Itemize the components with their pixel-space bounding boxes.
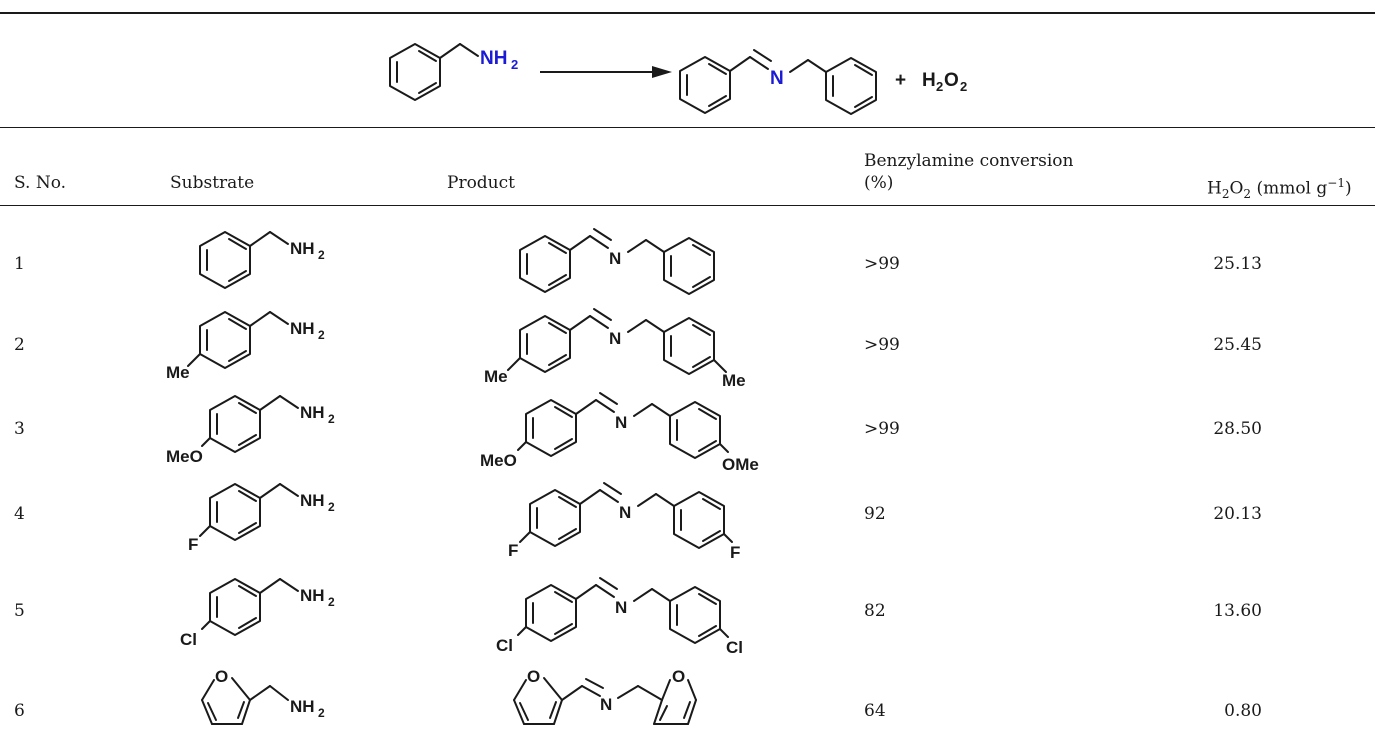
row-2-h2o2: 25.45 bbox=[1213, 335, 1262, 355]
svg-text:NH: NH bbox=[300, 491, 325, 510]
row-5-substrate-structure: NH 2 Cl bbox=[180, 578, 335, 649]
header-substrate: Substrate bbox=[170, 173, 255, 193]
row-3-h2o2: 28.50 bbox=[1213, 419, 1262, 439]
header-product: Product bbox=[447, 173, 515, 193]
svg-text:2: 2 bbox=[318, 328, 325, 342]
row-2-substrate-structure: NH 2 Me bbox=[166, 311, 325, 382]
svg-text:NH: NH bbox=[300, 586, 325, 605]
svg-text:N: N bbox=[600, 695, 612, 714]
svg-text:2: 2 bbox=[318, 248, 325, 262]
row-4-h2o2: 20.13 bbox=[1213, 504, 1262, 524]
reaction-scheme: NH 2 N + H 2 O 2 bbox=[389, 43, 967, 115]
top-rule bbox=[0, 12, 1375, 14]
header-conversion-line2: (%) bbox=[864, 173, 894, 193]
row-5-sno: 5 bbox=[14, 601, 25, 621]
svg-text:NH: NH bbox=[300, 403, 325, 422]
header-conversion-line1: Benzylamine conversion bbox=[864, 151, 1074, 171]
row-2-conversion: >99 bbox=[864, 335, 900, 355]
svg-text:O: O bbox=[215, 667, 228, 686]
row-4-conversion: 92 bbox=[864, 504, 886, 524]
svg-text:Cl: Cl bbox=[496, 636, 513, 655]
product-imine: N bbox=[679, 49, 877, 115]
svg-text:N: N bbox=[609, 249, 621, 268]
svg-text:2: 2 bbox=[511, 57, 518, 72]
svg-text:NH: NH bbox=[290, 319, 315, 338]
row-5-substrate-cl: Cl bbox=[180, 630, 197, 649]
product-n-label: N bbox=[770, 68, 784, 89]
svg-text:NH: NH bbox=[290, 697, 315, 716]
svg-text:2: 2 bbox=[328, 595, 335, 609]
row-1-substrate-structure: NH 2 bbox=[199, 231, 325, 289]
svg-text:Me: Me bbox=[484, 367, 508, 386]
reactant-nh2-label: NH bbox=[480, 48, 507, 69]
svg-text:+: + bbox=[895, 70, 906, 91]
header-h2o2: H2O2 (mmol g−1) bbox=[1207, 176, 1352, 202]
row-1-product-structure: N bbox=[519, 228, 715, 295]
svg-text:2: 2 bbox=[328, 412, 335, 426]
row-1-sno: 1 bbox=[14, 254, 25, 274]
row-2-substrate-me: Me bbox=[166, 363, 190, 382]
svg-text:MeO: MeO bbox=[480, 451, 517, 470]
row-1-h2o2: 25.13 bbox=[1213, 254, 1262, 274]
svg-text:Me: Me bbox=[722, 371, 746, 390]
row-6-conversion: 64 bbox=[864, 701, 886, 721]
row-2-sno: 2 bbox=[14, 335, 25, 355]
row-5-product-structure: Cl N Cl bbox=[496, 577, 743, 657]
svg-text:H: H bbox=[922, 70, 936, 91]
svg-text:2: 2 bbox=[328, 500, 335, 514]
header-bottom-rule bbox=[0, 205, 1375, 206]
row-2-product-structure: Me N Me bbox=[484, 308, 746, 390]
svg-text:O: O bbox=[527, 667, 540, 686]
svg-text:OMe: OMe bbox=[722, 455, 759, 474]
row-4-substrate-structure: NH 2 F bbox=[188, 483, 335, 554]
row-4-product-structure: F N F bbox=[508, 482, 740, 562]
svg-text:2: 2 bbox=[936, 79, 943, 94]
svg-text:N: N bbox=[615, 598, 627, 617]
row-5-h2o2: 13.60 bbox=[1213, 601, 1262, 621]
header-sno: S. No. bbox=[14, 173, 67, 193]
svg-text:N: N bbox=[619, 503, 631, 522]
row-3-conversion: >99 bbox=[864, 419, 900, 439]
svg-text:O: O bbox=[672, 667, 685, 686]
row-6-substrate-structure: O NH 2 bbox=[201, 667, 325, 725]
row-3-product-structure: MeO N OMe bbox=[480, 392, 759, 474]
row-3-substrate-structure: NH 2 MeO bbox=[166, 395, 335, 466]
svg-text:F: F bbox=[508, 541, 518, 560]
row-6-product-structure: O N O bbox=[513, 667, 697, 725]
row-3-substrate-meo: MeO bbox=[166, 447, 203, 466]
svg-text:N: N bbox=[615, 413, 627, 432]
row-4-substrate-f: F bbox=[188, 535, 198, 554]
byproduct-h2o2: + H 2 O 2 bbox=[895, 70, 967, 94]
svg-text:O: O bbox=[944, 70, 959, 91]
svg-text:2: 2 bbox=[960, 79, 967, 94]
svg-text:N: N bbox=[609, 329, 621, 348]
svg-text:NH: NH bbox=[290, 239, 315, 258]
scheme-bottom-rule bbox=[0, 127, 1375, 128]
svg-text:F: F bbox=[730, 543, 740, 562]
row-6-sno: 6 bbox=[14, 701, 25, 721]
reaction-arrow bbox=[540, 66, 672, 78]
row-1-conversion: >99 bbox=[864, 254, 900, 274]
svg-text:2: 2 bbox=[318, 706, 325, 720]
row-4-sno: 4 bbox=[14, 504, 25, 524]
reactant-benzylamine: NH 2 bbox=[389, 43, 518, 101]
row-3-sno: 3 bbox=[14, 419, 25, 439]
row-5-conversion: 82 bbox=[864, 601, 886, 621]
row-6-h2o2: 0.80 bbox=[1224, 701, 1262, 721]
svg-text:Cl: Cl bbox=[726, 638, 743, 657]
